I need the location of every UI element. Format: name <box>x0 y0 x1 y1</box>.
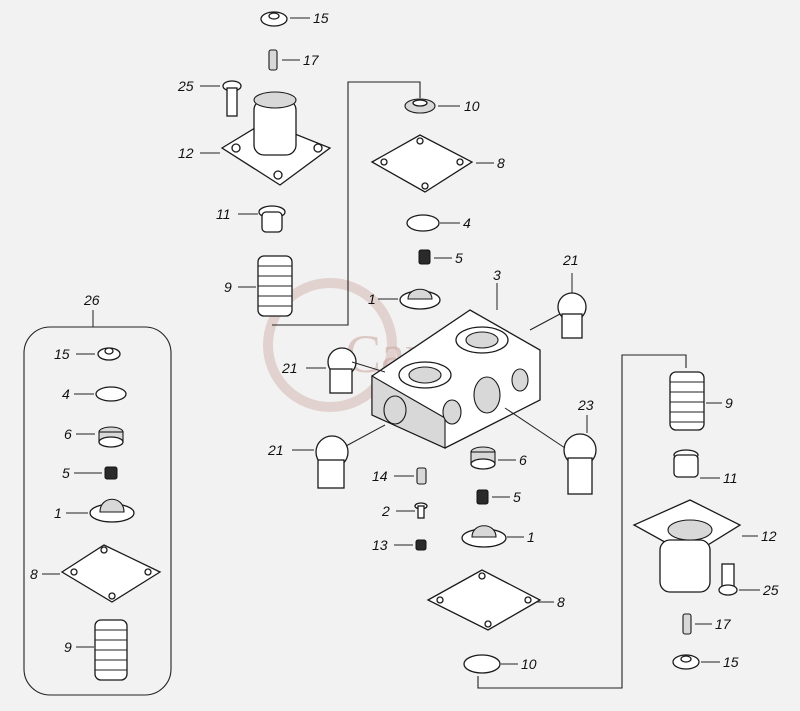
callout-8-top: 8 <box>497 155 505 171</box>
callout-15-right: 15 <box>723 654 739 670</box>
callout-21-bottom: 21 <box>267 442 284 458</box>
callout-2: 2 <box>381 503 390 519</box>
kit-callout-5: 5 <box>62 465 70 481</box>
callout-21-left: 21 <box>281 360 298 376</box>
kit-callout-1: 1 <box>54 505 62 521</box>
plug-21-left <box>327 347 357 394</box>
callout-1-mid: 1 <box>527 529 535 545</box>
frame-top <box>272 81 421 326</box>
callout-21-right: 21 <box>562 252 579 268</box>
callout-3: 3 <box>493 267 501 283</box>
callout-6-mid: 6 <box>519 452 527 468</box>
callout-4-top: 4 <box>463 215 471 231</box>
kit-group-26: 26 <box>23 292 172 696</box>
callout-5-top: 5 <box>455 250 463 266</box>
callout-10-mid: 10 <box>521 656 537 672</box>
kit-group-label: 26 <box>83 292 100 308</box>
frame-right <box>477 354 687 689</box>
kit-callout-6: 6 <box>64 426 72 442</box>
kit-callout-15: 15 <box>54 346 70 362</box>
callout-25-top: 25 <box>177 78 194 94</box>
callout-1-top: 1 <box>368 291 376 307</box>
plug-21-right <box>557 292 587 339</box>
callout-8-mid: 8 <box>557 594 565 610</box>
plug-23 <box>563 433 597 495</box>
callout-11-top: 11 <box>216 206 231 222</box>
kit-callout-9: 9 <box>64 639 72 655</box>
callout-17-top: 17 <box>303 52 320 68</box>
callout-17-right: 17 <box>715 616 732 632</box>
callout-9-top: 9 <box>224 279 232 295</box>
callout-12-top: 12 <box>178 145 194 161</box>
kit-spring-9 <box>94 619 128 681</box>
valve-housing-3 <box>371 309 541 449</box>
callout-11-right: 11 <box>723 470 738 486</box>
callout-labels: 15 17 25 12 11 9 10 8 4 5 1 3 21 21 21 2… <box>30 10 779 672</box>
callout-5-mid: 5 <box>513 489 521 505</box>
callout-9-right: 9 <box>725 395 733 411</box>
plug-21-bottom <box>315 435 349 489</box>
callout-15-top: 15 <box>313 10 329 26</box>
callout-12-right: 12 <box>761 528 777 544</box>
callout-10-top: 10 <box>464 98 480 114</box>
kit-callout-4: 4 <box>62 386 70 402</box>
callout-25-right: 25 <box>762 582 779 598</box>
callout-13: 13 <box>372 537 388 553</box>
callout-14: 14 <box>372 468 388 484</box>
kit-callout-8: 8 <box>30 566 38 582</box>
callout-23: 23 <box>577 397 594 413</box>
